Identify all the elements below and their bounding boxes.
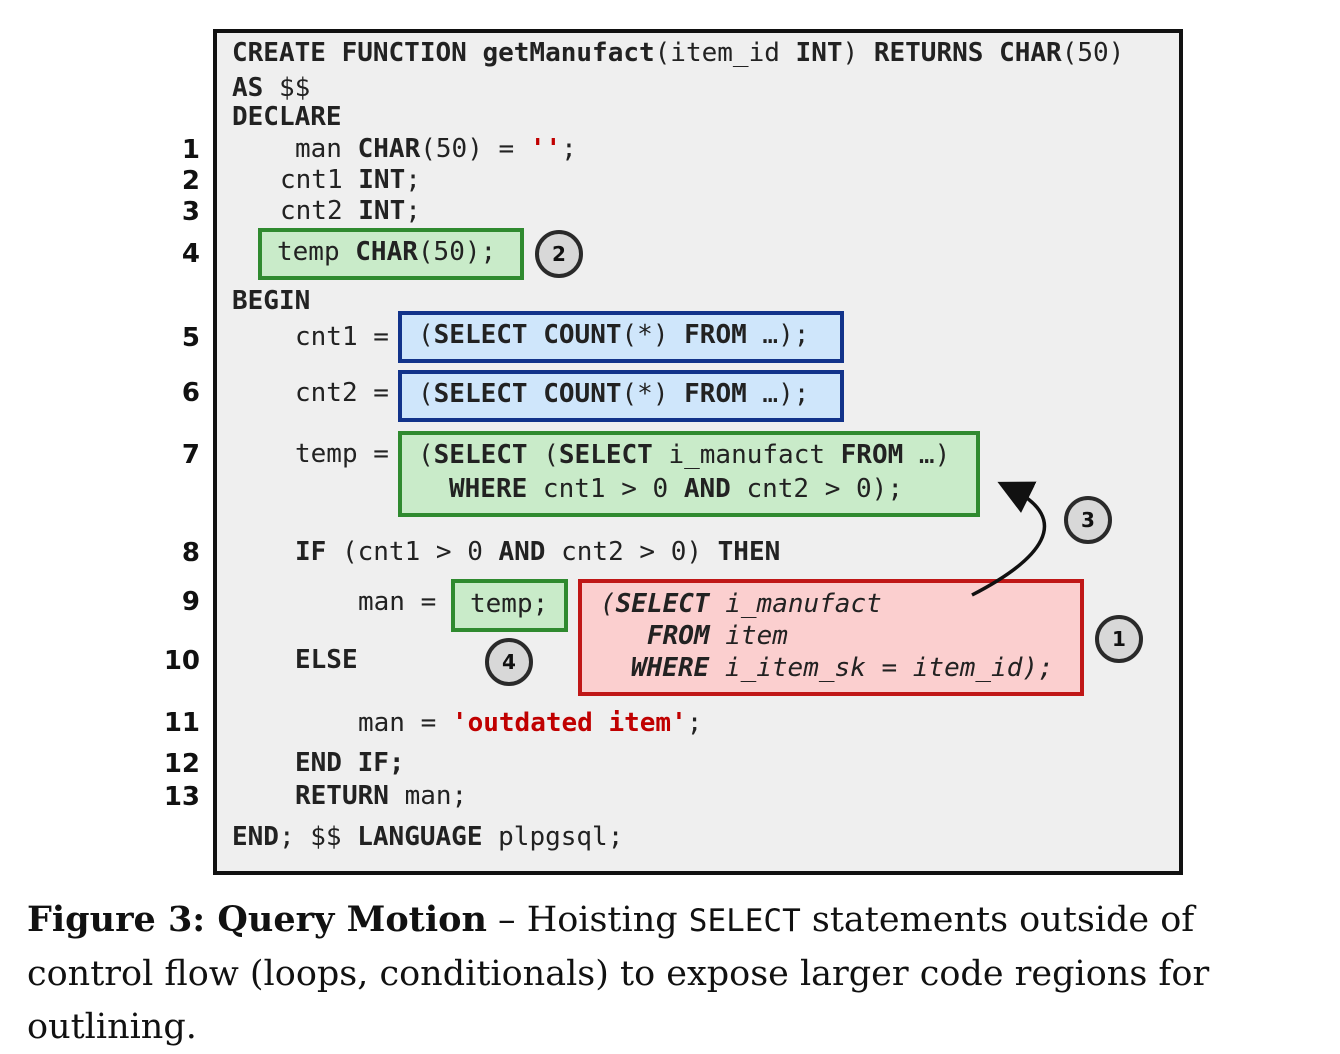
line-number: 11 — [163, 708, 200, 738]
code-line-9: man = — [358, 587, 437, 617]
figure-caption: Figure 3: Query Motion – Hoisting SELECT… — [27, 899, 1210, 1047]
hoist-arrow — [971, 481, 1047, 597]
line-number: 8 — [181, 538, 200, 568]
caption-select-keyword: SELECT — [688, 903, 801, 939]
code-line-7: temp = — [295, 439, 389, 469]
select-count-2: (SELECT COUNT(*) FROM …); — [418, 379, 810, 409]
code-line-10: ELSE — [295, 645, 358, 675]
line-number: 12 — [163, 749, 200, 779]
original-subquery-row-2: FROM item — [647, 621, 788, 651]
code-line-8: IF (cnt1 > 0 AND cnt2 > 0) THEN — [295, 537, 781, 567]
line-number: 6 — [181, 378, 200, 408]
step-badge-3: 3 — [1064, 496, 1112, 544]
line-number: 4 — [181, 239, 200, 269]
code-line-6: cnt2 = — [295, 378, 389, 408]
hoisted-select-row-2: WHERE cnt1 > 0 AND cnt2 > 0); — [449, 474, 903, 504]
hoisted-select-box — [398, 431, 980, 517]
code-line-4: temp CHAR(50); — [277, 237, 497, 267]
original-subquery-row-3: WHERE i_item_sk = item_id); — [631, 653, 1054, 683]
code-line-11: man = 'outdated item'; — [358, 708, 703, 738]
temp-declaration-box — [258, 228, 524, 280]
temp-reference: temp; — [470, 589, 549, 619]
select-count-box-1 — [398, 311, 844, 363]
code-line-13: RETURN man; — [295, 781, 468, 811]
line-number: 7 — [181, 440, 200, 470]
code-line-2: cnt1 INT; — [280, 165, 421, 195]
function-signature-line: CREATE FUNCTION getManufact(item_id INT)… — [232, 38, 1125, 68]
original-subquery-box — [578, 579, 1084, 696]
caption-title: Figure 3: Query Motion — [27, 899, 487, 940]
code-line-5: cnt1 = — [295, 322, 389, 352]
end-line: END; $$ LANGUAGE plpgsql; — [232, 822, 624, 852]
code-line-1: man CHAR(50) = ''; — [295, 134, 577, 164]
hoisted-select-row-1: (SELECT (SELECT i_manufact FROM …) — [418, 440, 951, 470]
begin-line: BEGIN — [232, 286, 311, 316]
line-number: 5 — [181, 323, 200, 353]
line-number: 2 — [181, 166, 200, 196]
step-badge-2: 2 — [535, 230, 583, 278]
line-number: 3 — [181, 197, 200, 227]
as-line: AS $$ — [232, 73, 311, 103]
line-number: 13 — [163, 782, 200, 812]
line-number: 9 — [181, 587, 200, 617]
code-line-3: cnt2 INT; — [280, 196, 421, 226]
step-badge-1: 1 — [1095, 615, 1143, 663]
select-count-box-2 — [398, 370, 844, 422]
select-count-1: (SELECT COUNT(*) FROM …); — [418, 320, 810, 350]
declare-line: DECLARE — [232, 102, 342, 132]
line-number: 1 — [181, 135, 200, 165]
temp-reference-box — [451, 579, 568, 632]
original-subquery-row-1: (SELECT i_manufact — [600, 589, 882, 619]
line-number: 10 — [163, 646, 200, 676]
step-badge-4: 4 — [485, 638, 533, 686]
code-line-12: END IF; — [295, 748, 405, 778]
